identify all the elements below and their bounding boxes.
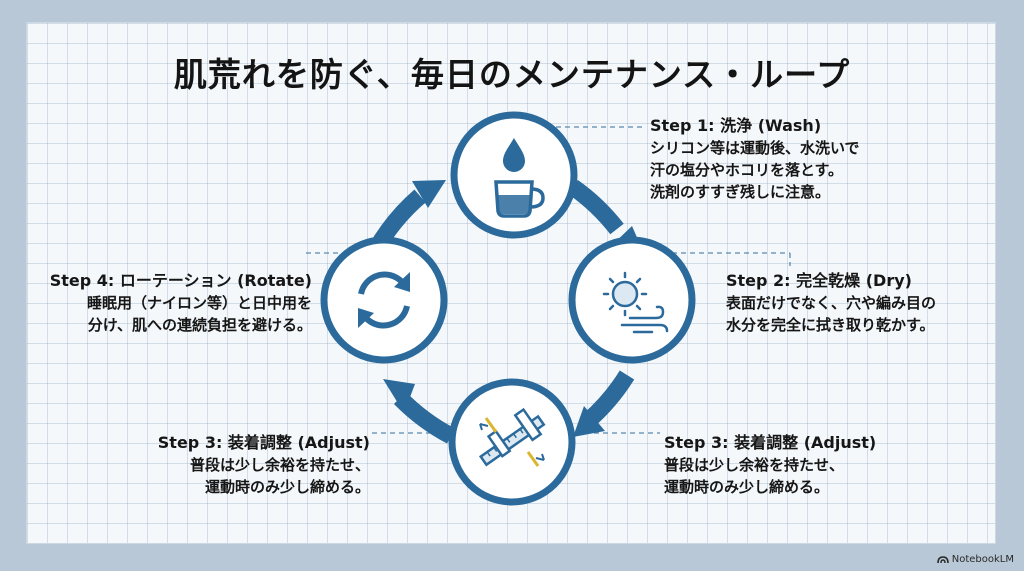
step-wash-line-1: シリコン等は運動後、水洗いで [650, 139, 860, 157]
step-wash-text: Step 1: 洗浄 (Wash) シリコン等は運動後、水洗いで 汗の塩分やホコ… [650, 115, 860, 203]
step-dry-text: Step 2: 完全乾燥 (Dry) 表面だけでなく、穴や編み目の 水分を完全に… [726, 270, 936, 336]
step-adjust-right-text: Step 3: 装着調整 (Adjust) 普段は少し余裕を持たせ、 運動時のみ… [664, 432, 876, 498]
step-rotate-line-1: 睡眠用（ナイロン等）と日中用を [86, 294, 312, 312]
step-rotate-heading: Step 4: ローテーション (Rotate) [49, 271, 312, 290]
step-wash-heading: Step 1: 洗浄 (Wash) [650, 116, 822, 135]
step-adjust-left-text: Step 3: 装着調整 (Adjust) 普段は少し余裕を持たせ、 運動時のみ… [158, 432, 370, 498]
step-adjust-right-heading: Step 3: 装着調整 (Adjust) [664, 433, 877, 452]
arrow-dry-to-adjust [582, 370, 635, 428]
step-circle-rotate [320, 236, 448, 364]
step-adjust-right-line-1: 普段は少し余裕を持たせ、 [664, 456, 845, 474]
step-adjust-right-line-2: 運動時のみ少し締める。 [664, 478, 830, 496]
sun-wind-icon [602, 271, 669, 334]
step-wash-line-2: 汗の塩分やホコリを落とす。 [650, 161, 844, 179]
step-dry-line-1: 表面だけでなく、穴や編み目の [726, 294, 937, 312]
step-circle-wash [450, 111, 578, 239]
step-adjust-left-heading: Step 3: 装着調整 (Adjust) [157, 433, 370, 452]
rotate-arrows-icon [358, 271, 410, 329]
step-rotate-text: Step 4: ローテーション (Rotate) 睡眠用（ナイロン等）と日中用を… [50, 270, 312, 336]
arrow-head-adjust [573, 406, 605, 437]
step-circle-dry [568, 236, 696, 364]
arrow-head-wash [412, 180, 446, 208]
caliper-icon [478, 407, 546, 467]
diagram-board [26, 22, 996, 544]
step-dry-line-2: 水分を完全に拭き取り乾かす。 [726, 316, 935, 334]
page-title: 肌荒れを防ぐ、毎日のメンテナンス・ループ [173, 55, 851, 94]
water-drop-cup-icon [494, 138, 545, 218]
step-rotate-line-2: 分け、肌への連続負担を避ける。 [87, 316, 312, 334]
arrow-adjust-to-rotate [393, 391, 456, 444]
arrow-head-rotate [383, 379, 415, 413]
notebooklm-watermark: NotebookLM [936, 554, 1014, 565]
step-wash-line-3: 洗剤のすすぎ残しに注意。 [650, 183, 831, 201]
rotate-arrow-heads [358, 272, 410, 328]
watermark-label: NotebookLM [951, 554, 1014, 565]
notebooklm-logo-icon [936, 555, 949, 563]
step-circle-adjust [448, 378, 576, 506]
step-dry-heading: Step 2: 完全乾燥 (Dry) [726, 271, 912, 290]
step-adjust-left-line-1: 普段は少し余裕を持たせ、 [189, 456, 370, 474]
step-adjust-left-line-2: 運動時のみ少し締める。 [204, 478, 370, 496]
arrow-wash-to-dry [567, 180, 624, 235]
